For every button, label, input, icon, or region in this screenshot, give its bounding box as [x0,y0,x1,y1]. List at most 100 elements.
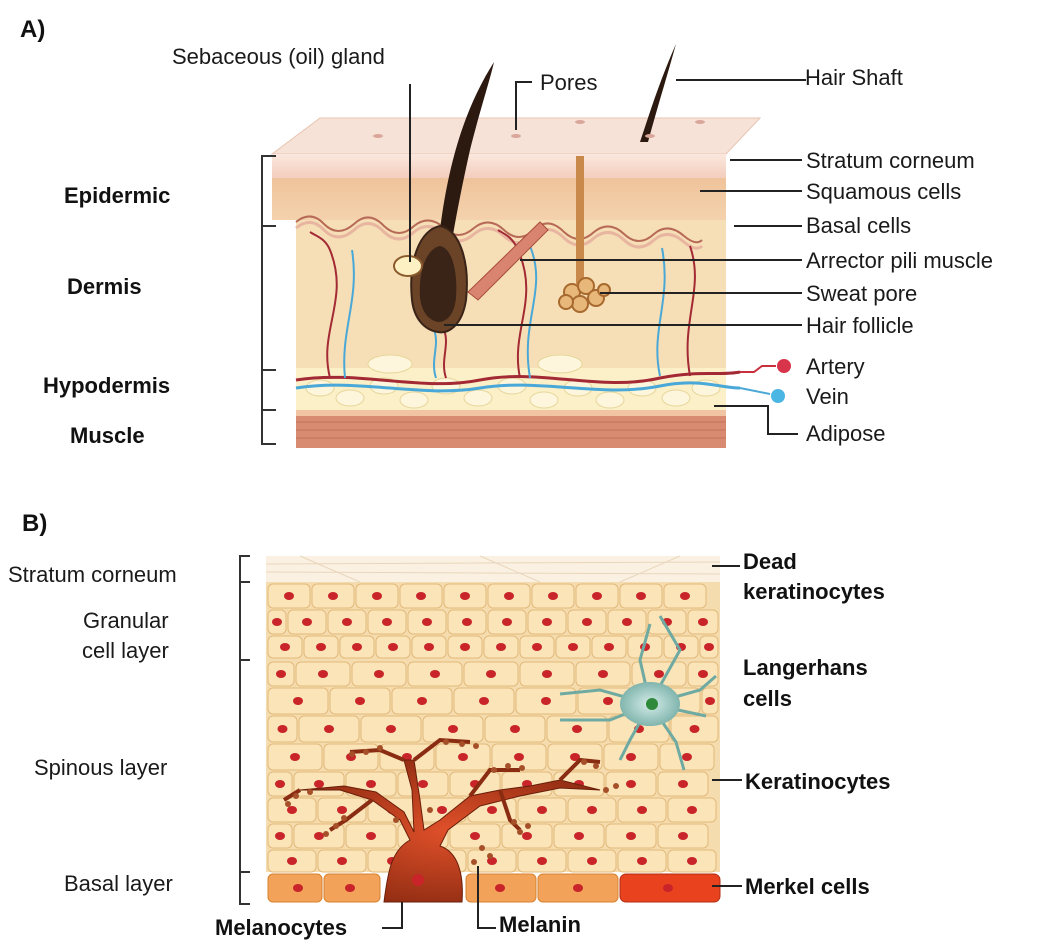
stratum-corneum-band [272,154,726,178]
cell-nucleus [318,670,328,678]
cell-nucleus [462,618,472,626]
melanin-granule [603,787,609,793]
cell-nucleus [316,643,326,651]
granular-label-line2: cell layer [82,640,169,662]
merkel-cells-label: Merkel cells [745,876,870,898]
cell-nucleus [275,832,285,840]
cell-nucleus [355,697,365,705]
cell-nucleus [572,725,582,733]
cell-nucleus [275,780,285,788]
cell-nucleus [487,806,497,814]
cell-nucleus [448,725,458,733]
melanin-granule [471,859,477,865]
spinous-layer-label: Spinous layer [34,757,167,779]
adipose-label: Adipose [806,423,886,445]
cell-nucleus [287,857,297,865]
melanin-granule [377,745,383,751]
cell-nucleus [328,592,338,600]
cell-nucleus [337,857,347,865]
panel-b-tag: B) [22,512,47,536]
melanin-granule [479,845,485,851]
melanin-granule [525,823,531,829]
melanin-granule [307,789,313,795]
cell-nucleus [537,857,547,865]
basal-cells-row [268,874,720,902]
cell-nucleus [314,780,324,788]
cell-nucleus [496,643,506,651]
cell-nucleus [704,643,714,651]
cell-nucleus [678,780,688,788]
cell-nucleus [418,780,428,788]
cell-nucleus [582,618,592,626]
cell-nucleus [568,643,578,651]
cell-nucleus [437,806,447,814]
cell-nucleus [479,697,489,705]
basal-cells-label: Basal cells [806,215,911,237]
sebaceous-gland [394,256,422,276]
langerhans-label-line2: cells [743,688,792,710]
pores-label: Pores [540,72,597,94]
hypodermis-label: Hypodermis [43,375,170,397]
cell-nucleus [424,643,434,651]
cell-nucleus [680,592,690,600]
cell-nucleus [604,643,614,651]
melanin-granule [613,783,619,789]
cell-nucleus [592,592,602,600]
artery-marker [777,359,791,373]
langerhans-label-line1: Langerhans [743,657,868,679]
cell-nucleus [278,725,288,733]
melanin-granule [349,751,355,757]
cell-nucleus [293,697,303,705]
cell-nucleus [603,697,613,705]
cell-nucleus [272,618,282,626]
cell-nucleus [678,832,688,840]
melanin-granule [511,819,517,825]
cell-nucleus [548,592,558,600]
cell-nucleus [416,592,426,600]
cell-nucleus [388,643,398,651]
melanin-granule [333,823,339,829]
cell-nucleus [510,725,520,733]
melanin-granule [427,807,433,813]
artery-label: Artery [806,356,865,378]
cell-nucleus [374,670,384,678]
cell-nucleus [542,670,552,678]
vein-marker [771,389,785,403]
cell-nucleus [698,618,708,626]
cell-nucleus [636,592,646,600]
dermis-label: Dermis [67,276,142,298]
cell-nucleus [430,670,440,678]
epidermis-band [272,178,726,220]
melanin-granule [341,815,347,821]
cell-nucleus [280,643,290,651]
cell-nucleus [654,670,664,678]
cell-nucleus [470,832,480,840]
melanin-granule [581,759,587,765]
panel-a-illustration [262,44,806,448]
cell-nucleus [366,780,376,788]
cell-nucleus [542,618,552,626]
melanin-granule [459,741,465,747]
dermis-band [296,220,726,380]
cell-nucleus [486,670,496,678]
sebaceous-gland-label: Sebaceous (oil) gland [172,46,385,68]
cell-nucleus [417,697,427,705]
cell-nucleus [626,832,636,840]
cell-nucleus [284,592,294,600]
keratinocytes-label: Keratinocytes [745,771,891,793]
melanin-granule [285,801,291,807]
cell-nucleus [687,857,697,865]
cell-nucleus [337,806,347,814]
cell-nucleus [514,753,524,761]
hair-follicle-label: Hair follicle [806,315,914,337]
panel-b-illustration [240,556,742,928]
stratum-corneum-a-label: Stratum corneum [806,150,975,172]
cell-nucleus [522,832,532,840]
melanin-granule [519,765,525,771]
cell-nucleus [460,592,470,600]
cell-nucleus [276,670,286,678]
cell-nucleus [382,618,392,626]
cell-nucleus [537,806,547,814]
hair-shaft-label: Hair Shaft [805,67,903,89]
melanin-granule [517,829,523,835]
